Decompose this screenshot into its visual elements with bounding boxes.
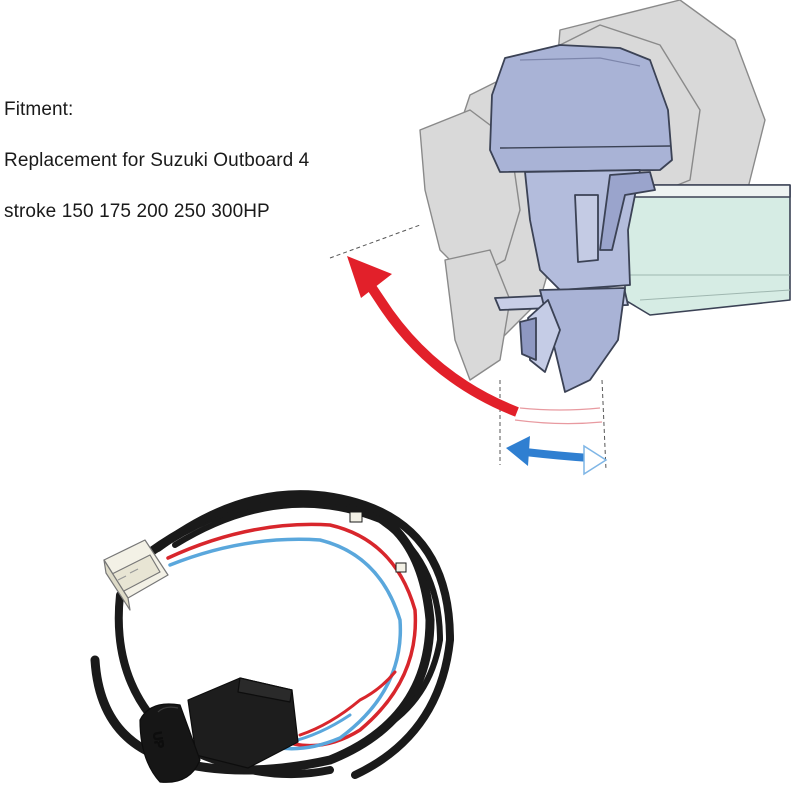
boat-transom [624,184,791,316]
fitment-line-2: stroke 150 175 200 250 300HP [4,201,270,222]
trim-range-guides [329,224,607,471]
double-headed-arrow-icon [506,436,608,476]
fitment-description: Fitment: Replacement for Suzuki Outboard… [4,84,404,237]
trim-tilt-switch-icon: UP [139,677,299,783]
trim-range-arcs [514,407,603,425]
switch-marking: UP [150,731,167,750]
fitment-heading: Fitment: [4,99,74,120]
connector-plug [103,539,169,611]
curved-up-arrow-icon [347,256,519,417]
outboard-motor-icon [489,44,673,393]
fitment-line-1: Replacement for Suzuki Outboard 4 [4,150,310,171]
